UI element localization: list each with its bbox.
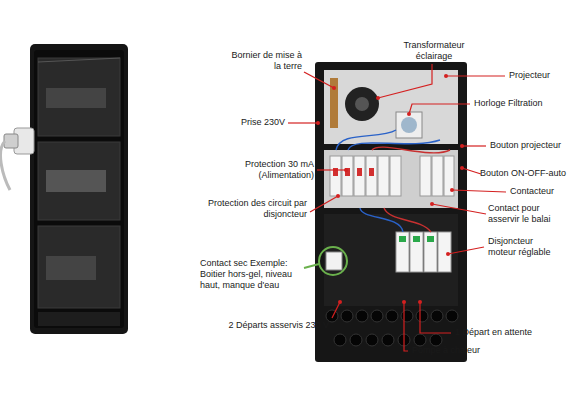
callout-label: Bouton ON-OFF-auto — [480, 168, 566, 179]
callout-label: Protection des circuit par disjoncteur — [203, 198, 307, 220]
callout-label: Bornier de mise à la terre — [228, 50, 302, 72]
callout-label: Projecteur — [509, 70, 550, 81]
callout-label: Prise 230V — [241, 117, 285, 128]
callout-label: Horloge Filtration — [474, 98, 543, 109]
callout-label: Contact pour asservir le balai — [488, 203, 566, 225]
closed-cabinet — [1, 44, 128, 334]
leader-lines — [288, 64, 506, 351]
callout-label: Disjoncteur moteur réglable — [488, 236, 562, 258]
callout-label: Transformateur éclairage — [398, 40, 470, 62]
callout-label: Pompe à chaleur — [412, 345, 480, 356]
callout-label: 1 Départ en attente — [455, 327, 532, 338]
callout-label: 2 Départs asservis 230 V — [228, 320, 329, 331]
dry-contact-marker — [304, 247, 347, 275]
callout-label: Bouton projecteur — [490, 140, 561, 151]
callout-label: Contact sec Exemple: Boitier hors-gel, n… — [200, 258, 302, 291]
callout-label: Protection 30 mA (Alimentation) — [228, 159, 314, 181]
open-panel — [315, 62, 467, 362]
callout-label: Contacteur — [510, 186, 554, 197]
